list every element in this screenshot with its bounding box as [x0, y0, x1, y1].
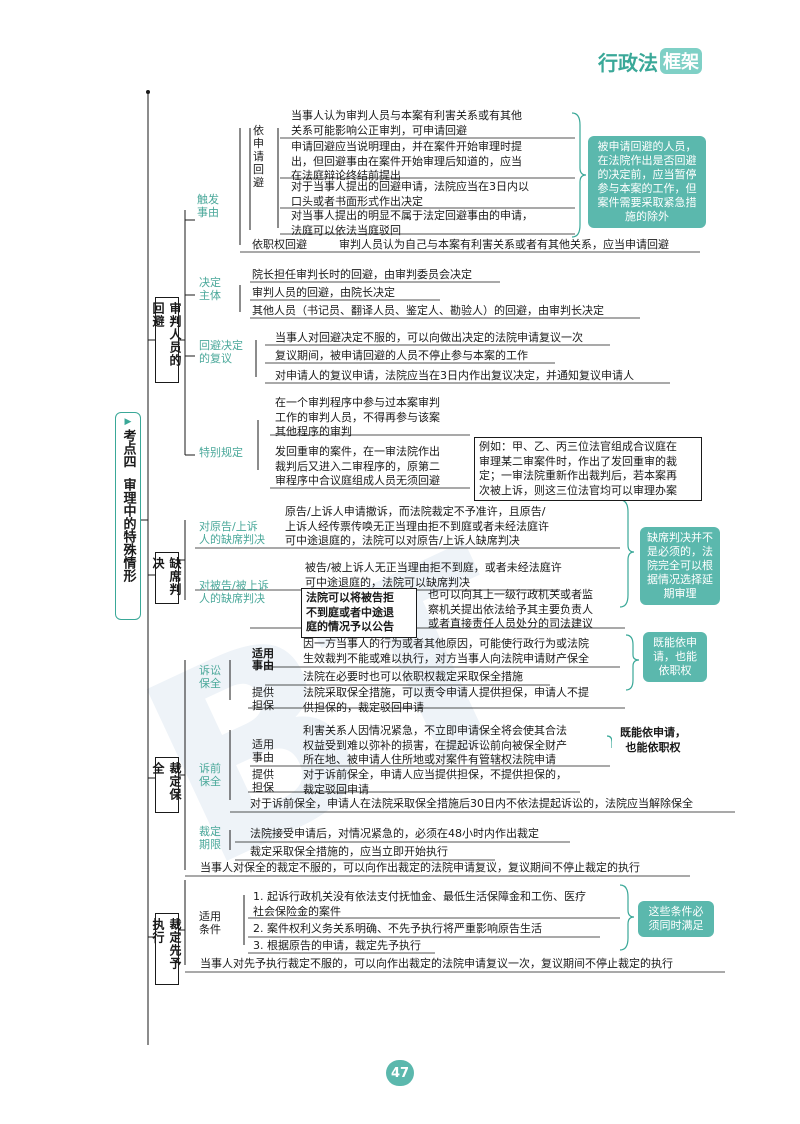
decision-item-1: 院长担任审判长时的回避，由审判委员会决定	[252, 268, 472, 281]
special-label: 特别规定	[199, 446, 243, 459]
topic-box: ▶ 考点四 审理中的特殊情形	[115, 412, 141, 620]
special-example: 例如：甲、乙、丙三位法官组成合议庭在 审理某二审案件时，作出了发回重审的裁 定；…	[474, 437, 702, 501]
pre-guar-text: 对于诉前保全，申请人应当提供担保，不提供担保的， 裁定驳回申请	[303, 768, 567, 796]
special-item-2: 发回重审的案件，在一审法院作出 裁判后又进入二审程序的，原第二 审程序中合议庭组…	[275, 445, 440, 487]
default-defendant-text: 被告/被上诉人无正当理由拒不到庭，或者未经法庭许 可中途退庭的，法院可以缺席判决	[305, 561, 562, 589]
brand-header: 行政法 框架	[598, 46, 702, 76]
review-item-2: 复议期间，被申请回避的人员不停止参与本案的工作	[275, 349, 528, 362]
advance-cond-3: 3. 根据原告的申请，裁定先予执行	[253, 939, 421, 952]
ex-officio-label: 依职权回避	[252, 238, 307, 251]
topic-label: 考点四	[120, 429, 136, 468]
advance-cond-1: 1. 起诉行政机关没有依法支付抚恤金、最低生活保障金和工伤、医疗 社会保险金的案…	[253, 890, 586, 918]
app-item-3: 对于当事人提出的回避申请，法院应当在3日内以 口头或者书面形式作出决定	[291, 180, 529, 208]
app-note: 被申请回避的人员， 在法院作出是否回避 的决定前，应当暂停 参与本案的工作，但 …	[588, 136, 706, 228]
review-item-1: 当事人对回避决定不服的，可以向做出决定的法院申请复议一次	[275, 331, 583, 344]
app-item-4: 对当事人提出的明显不属于法定回避事由的申请， 法庭可以依法当庭驳回	[291, 209, 533, 237]
default-note: 缺席判决并不 是必须的，法 院完全可以根 据情况选择延 期审理	[640, 527, 720, 605]
ex-officio-text: 审判人员认为自己与本案有利害关系或者有其他关系，应当申请回避	[339, 238, 669, 251]
brand-title: 行政法	[598, 50, 658, 75]
period-label: 裁定 期限	[199, 825, 221, 851]
advance-cond-2: 2. 案件权利义务关系明确、不先予执行将严重影响原告生活	[253, 922, 542, 935]
lit-cond-item-1: 因一方当事人的行为或者其他原因，可能使行政行为或法院 生效裁判不能或难以执行，对…	[303, 637, 589, 665]
pre-note: 既能依申请， 也能依职权	[612, 724, 694, 757]
app-item-2: 申请回避应当说明理由，并在案件开始审理时提 出，但回避事由在案件开始审理后知道的…	[291, 140, 522, 182]
pre-label: 诉前 保全	[199, 762, 221, 788]
preservation-final: 当事人对保全的裁定不服的，可以向作出裁定的法院申请复议，复议期间不停止裁定的执行	[200, 861, 640, 874]
pre-final: 对于诉前保全，申请人在法院采取保全措施后30日内不依法提起诉讼的，法院应当解除保…	[250, 797, 693, 810]
advance-title: 裁定先予执行	[151, 913, 182, 985]
default-plaintiff-label: 对原告/上诉 人的缺席判决	[199, 520, 265, 546]
pre-cond-text: 利害关系人因情况紧急，不立即申请保全将会使其合法 权益受到难以弥补的损害，在提起…	[303, 724, 567, 766]
default-defendant-extra: 也可以向其上一级行政机关或者监 察机关提出依法给予其主要负责人 或者直接责任人员…	[428, 588, 593, 630]
pre-cond-label: 适用 事由	[252, 738, 274, 764]
review-label: 回避决定 的复议	[199, 339, 243, 365]
default-defendant-label: 对被告/被上诉 人的缺席判决	[199, 579, 269, 605]
page-number: 47	[386, 1060, 414, 1086]
lit-guar-text: 法院采取保全措施，可以责令申请人提供担保，申请人不提 供担保的，裁定驳回申请	[303, 686, 589, 714]
default-defendant-box: 法院可以将被告拒 不到庭或者中途退 庭的情况予以公告	[301, 588, 417, 638]
brand-box: 框架	[660, 48, 702, 74]
decision-label: 决定 主体	[199, 276, 221, 302]
decision-item-2: 审判人员的回避，由院长决定	[252, 286, 395, 299]
period-item-2: 裁定采取保全措施的，应当立即开始执行	[250, 845, 448, 858]
topic-arrow-icon: ▶	[124, 417, 132, 427]
advance-note: 这些条件必 须同时满足	[638, 901, 714, 937]
lit-note: 既能依申 请，也能 依职权	[643, 632, 707, 682]
pre-guar-label: 提供 担保	[252, 768, 274, 794]
by-application-label: 依 申 请 回 避	[253, 124, 264, 189]
period-item-1: 法院接受申请后，对情况紧急的，必须在48小时内作出裁定	[250, 827, 539, 840]
preservation-title: 裁定保全	[151, 757, 182, 813]
app-item-1: 当事人认为审判人员与本案有利害关系或有其他 关系可能影响公正审判，可申请回避	[291, 109, 522, 137]
trigger-label: 触发 事由	[197, 193, 219, 219]
special-item-1: 在一个审判程序中参与过本案审判 工作的审判人员，不得再参与该案 其他程序的审判	[275, 396, 440, 438]
advance-final: 当事人对先予执行裁定不服的，可以向作出裁定的法院申请复议一次，复议期间不停止裁定…	[200, 957, 673, 970]
default-plaintiff-text: 原告/上诉人申请撤诉，而法院裁定不予准许，且原告/ 上诉人经传票传唤无正当理由拒…	[285, 505, 549, 547]
default-title: 缺席判决	[151, 552, 182, 604]
recusal-title: 审判人员的回避	[151, 297, 182, 383]
topic-title: 审理中的特殊情形	[120, 478, 136, 582]
decision-item-3: 其他人员（书记员、翻译人员、鉴定人、勘验人）的回避，由审判长决定	[252, 304, 604, 317]
lit-cond-item-2: 法院在必要时也可以依职权裁定采取保全措施	[303, 670, 523, 683]
review-item-3: 对申请人的复议申请，法院应当在3日内作出复议决定，并通知复议申请人	[275, 369, 634, 382]
lit-cond-label: 适用 事由	[252, 647, 274, 672]
lit-guar-label: 提供 担保	[252, 686, 274, 712]
advance-cond-label: 适用 条件	[199, 910, 221, 936]
litigation-label: 诉讼 保全	[199, 664, 221, 690]
